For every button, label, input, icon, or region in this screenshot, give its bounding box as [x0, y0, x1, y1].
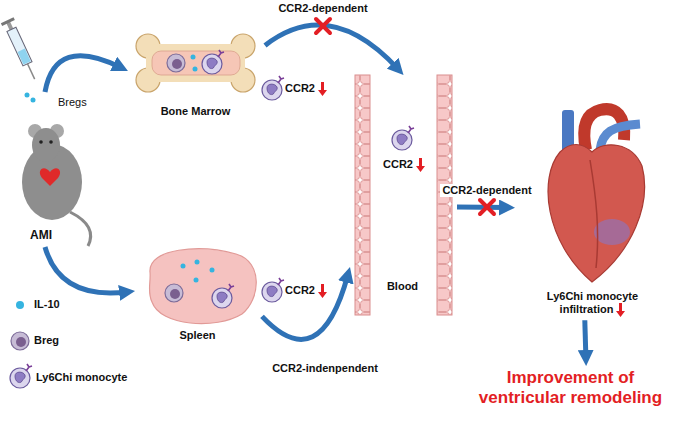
decrease-arrow	[318, 82, 327, 96]
spleen	[210, 268, 215, 273]
receptor-label: CCR2	[285, 82, 327, 96]
node-text: Improvement of ventricular remodeling	[479, 368, 662, 407]
receptor-text: CCR2	[383, 158, 413, 170]
mouse	[40, 168, 60, 186]
edge-label-text: CCR2-dependent	[442, 184, 531, 196]
node-label: Spleen	[135, 329, 260, 342]
heart	[548, 145, 645, 283]
spleen	[194, 278, 199, 283]
legend-text: IL-10	[34, 298, 60, 310]
syringe	[18, 48, 31, 64]
bone	[167, 54, 185, 72]
receptor-label: CCR2	[383, 158, 425, 172]
heart-node: Ly6Chi monocyte infiltration	[515, 95, 670, 320]
bone	[152, 51, 240, 75]
edge-label: CCR2-dependent	[276, 2, 369, 15]
node-label: Improvement of ventricular remodeling	[468, 368, 673, 407]
edge-label: CCR2-dependent	[440, 184, 533, 197]
flow-arrow	[585, 320, 586, 358]
bone	[191, 55, 196, 60]
decrease-arrow	[616, 303, 625, 317]
decrease-arrow	[416, 158, 425, 172]
heart	[594, 219, 630, 245]
spleen	[149, 249, 256, 324]
blood-vessel	[355, 75, 452, 315]
node-text: Bone Marrow	[161, 105, 231, 117]
legend-entry: IL-10	[34, 298, 60, 311]
node-label: Bregs	[58, 96, 87, 109]
node-text: Spleen	[179, 329, 215, 341]
il10-drop	[31, 98, 36, 103]
decrease-arrow	[318, 284, 327, 298]
red-cross	[316, 19, 330, 33]
legend-text: Breg	[34, 334, 59, 346]
legend-entry: Ly6Chi monocyte	[36, 371, 127, 384]
flow-arrow	[265, 25, 398, 69]
bone	[146, 44, 245, 82]
monocyte	[262, 76, 284, 100]
node-label: Ly6Chi monocyte infiltration	[520, 290, 665, 317]
monocyte	[262, 278, 284, 302]
node-label: AMI	[30, 228, 52, 242]
edge-label-text: CCR2-indenpendent	[272, 362, 378, 374]
bone-marrow-node: Bone Marrow	[128, 25, 265, 127]
edge-label-text: CCR2-dependent	[278, 2, 367, 14]
node-text: Blood	[387, 280, 418, 292]
node-text: AMI	[30, 228, 52, 242]
receptor-text: CCR2	[285, 82, 315, 94]
receptor-label: CCR2	[285, 284, 327, 298]
legend-il10	[16, 301, 24, 309]
bone	[193, 67, 198, 72]
syringe	[1, 17, 15, 26]
spleen	[181, 264, 186, 269]
mouse	[39, 140, 43, 144]
decrease-arrow	[318, 284, 327, 298]
legend-breg	[11, 332, 29, 350]
decrease-arrow	[318, 82, 327, 96]
legend-text: Ly6Chi monocyte	[36, 371, 127, 383]
spleen	[195, 260, 200, 265]
mouse-node: BregsAMI	[0, 92, 100, 247]
red-cross	[316, 19, 330, 33]
receptor-text: CCR2	[285, 284, 315, 296]
edge-label: CCR2-indenpendent	[270, 362, 380, 375]
il10-drop	[25, 93, 30, 98]
blood-vessel	[355, 75, 370, 315]
flow-arrow	[45, 56, 121, 92]
decrease-arrow	[616, 303, 625, 317]
legend-monocyte	[10, 364, 32, 388]
mouse	[22, 124, 91, 246]
node-label: Blood	[350, 280, 455, 293]
bone	[136, 34, 255, 92]
bone	[202, 50, 224, 74]
legend-entry: Breg	[34, 334, 59, 347]
decrease-arrow	[416, 158, 425, 172]
flow-arrow	[45, 247, 127, 293]
syringe	[27, 64, 34, 79]
outcome-node: Improvement of ventricular remodeling	[468, 366, 675, 416]
red-cross	[480, 200, 494, 214]
mouse	[70, 212, 91, 246]
node-label: Bone Marrow	[128, 105, 263, 118]
spleen	[165, 284, 183, 302]
syringe	[7, 27, 32, 66]
red-cross	[316, 19, 330, 33]
node-text: Bregs	[58, 96, 87, 108]
spleen-node: Spleen	[135, 245, 262, 347]
spleen	[212, 284, 234, 308]
heart	[590, 160, 598, 268]
flow-arrow	[262, 275, 348, 340]
monocyte	[392, 126, 414, 150]
spleen	[149, 249, 256, 324]
mouse	[49, 140, 53, 144]
heart	[548, 109, 645, 282]
red-cross	[480, 200, 494, 214]
syringe	[1, 17, 41, 82]
mouse	[32, 128, 60, 162]
red-cross	[480, 200, 494, 214]
